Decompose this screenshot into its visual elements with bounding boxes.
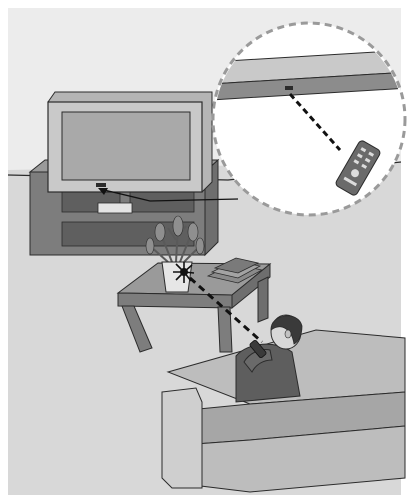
- plant-leaf-4: [146, 238, 154, 254]
- zoom-circle: [213, 23, 405, 215]
- tv-sensor: [96, 183, 106, 187]
- coffee-table-front: [118, 293, 232, 308]
- plant-leaf-1: [155, 223, 165, 241]
- signal-burst-center: [180, 268, 188, 276]
- sofa-armrest-left: [162, 388, 202, 488]
- plant-leaf-2: [173, 216, 183, 236]
- tv: [48, 92, 212, 192]
- person-ear: [285, 330, 291, 338]
- zoom-tv-sensor: [285, 86, 293, 90]
- tv-screen: [62, 112, 190, 180]
- tv-stand-device: [98, 203, 132, 213]
- plant-leaf-5: [196, 238, 204, 254]
- coffee-table-leg-back: [258, 277, 268, 322]
- plant-leaf-3: [188, 223, 198, 241]
